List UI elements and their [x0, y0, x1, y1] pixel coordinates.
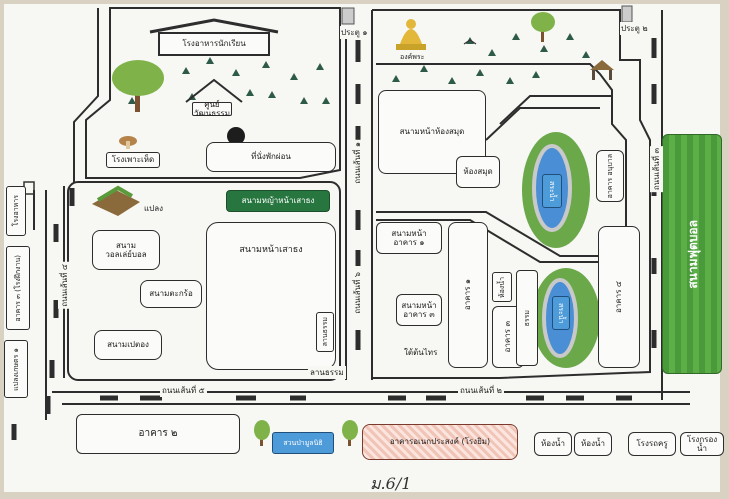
mushroom-house: โรงเพาะเห็ด — [106, 152, 160, 168]
teacher-garage: โรงรถครู — [628, 432, 676, 456]
petanque-field: สนามเปตอง — [94, 330, 162, 360]
gate-1-label: ประตู ๑ — [340, 26, 369, 39]
road-1-label: ถนนเส้นที่ ๑ — [351, 140, 364, 186]
road-3-label: ถนนเส้นที่ ๓ — [650, 146, 663, 193]
tree-icon — [531, 12, 555, 42]
football-field: สนามฟุตบอล — [662, 134, 722, 374]
road-4-label: ถนนเส้นที่ ๔ — [58, 262, 71, 309]
mushroom-icon — [119, 136, 137, 149]
dharma-yard-label: ลานธรรม — [308, 366, 346, 379]
building-left-1: อาคาร ๓ (โรงฝึกงาน) — [6, 246, 30, 330]
toilet-mid: ห้องน้ำ — [492, 272, 512, 302]
under-tree-label: ใต้ต้นไทร — [402, 346, 440, 359]
building-2: อาคาร ๒ — [76, 414, 240, 454]
gym-pavilion: อาคารอเนกประสงค์ (โรงยิม) — [362, 424, 518, 460]
road-2-label: ถนนเส้นที่ ๒ — [458, 384, 504, 397]
road-5-label: ถนนเส้นที่ ๕ — [160, 384, 207, 397]
road-1-label-lower: ถนนเส้นที่ ๖ — [351, 270, 364, 316]
canteen-building: โรงอาหารนักเรียน — [158, 32, 270, 56]
bird-icon — [463, 39, 477, 45]
volleyball-field: สนาม วอลเล่ย์บอล — [92, 230, 160, 270]
grass-field-front: สนามหญ้าหน้าเสาธง — [226, 190, 330, 212]
toilet-1: ห้องน้ำ — [534, 432, 572, 456]
pavilion-icon — [590, 60, 614, 80]
library-building: ห้องสมุด — [456, 156, 500, 188]
dharma-hall: ธรรม — [516, 270, 538, 366]
tree-icon — [254, 420, 270, 446]
pond-upper-label: สระน้ำ — [542, 174, 562, 208]
workshop-building: โรงอาหาร — [6, 186, 26, 236]
field-building-3: สนามหน้า อาคาร ๓ — [396, 294, 442, 326]
building-1: อาคาร ๑ — [448, 222, 488, 368]
foundation-garden: สวนป่ามูลนิธิ — [272, 432, 334, 454]
garden-plot-icon — [92, 185, 140, 216]
tree-icon — [112, 60, 164, 112]
class-note: ม.6/1 — [370, 474, 412, 493]
gate-pillar-icon — [341, 5, 633, 25]
rest-seat-area: ที่นั่งพักผ่อน — [206, 142, 336, 172]
building-4: อาคาร ๔ — [598, 226, 640, 368]
field-building-1: สนามหน้า อาคาร ๑ — [376, 222, 442, 254]
culture-center: ศูนย์วัฒนธรรม — [192, 100, 232, 118]
tree-icon — [342, 420, 358, 446]
plot-label: แปลง — [142, 202, 166, 215]
water-filter-house: โรงกรองน้ำ — [680, 432, 724, 456]
dharma-yard-small: ลานธรรม — [316, 312, 334, 352]
pond-lower-label: สระน้ำ — [552, 296, 570, 330]
buddha-statue-icon — [396, 19, 426, 50]
toilet-2: ห้องน้ำ — [574, 432, 612, 456]
gate-2-label: ประตู ๒ — [620, 22, 649, 35]
buddha-label: องค์พระ — [398, 52, 427, 63]
takraw-field: สนามตะกร้อ — [140, 280, 202, 308]
kindergarten-building: อาคาร อนุบาล — [596, 150, 624, 202]
flag-field: สนามหน้าเสาธง — [206, 222, 336, 370]
building-left-2: แปลงเกษตร ๑ — [4, 340, 28, 398]
